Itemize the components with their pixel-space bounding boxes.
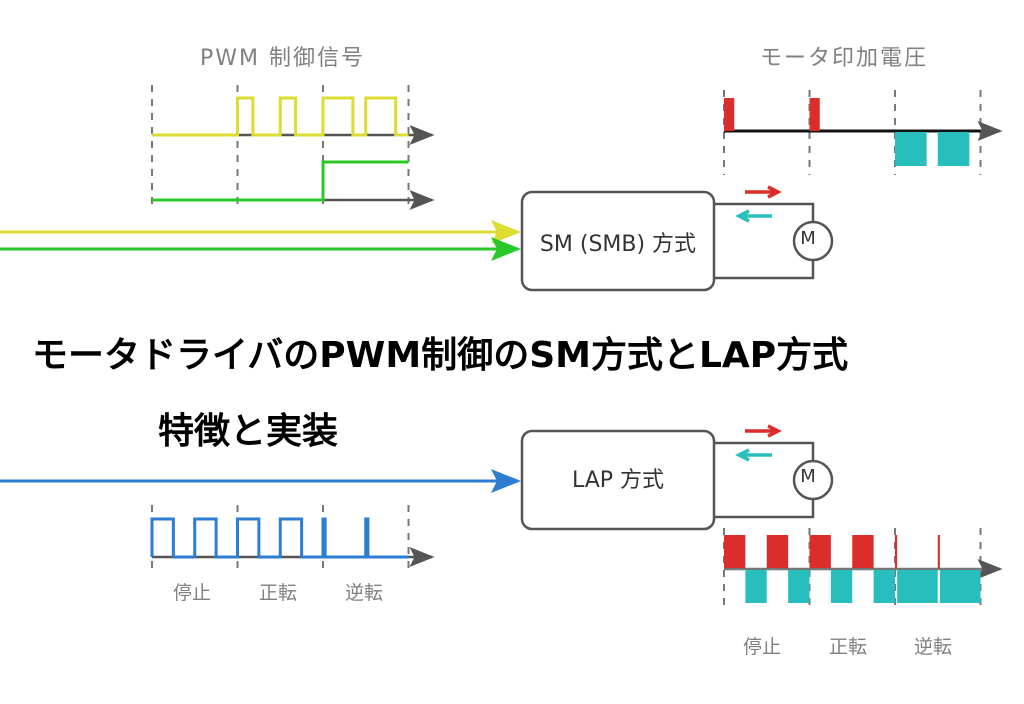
lap-positive-voltage-pulse [895, 535, 898, 568]
lap-forward-current-arrow [745, 424, 782, 438]
pwm-signal-trace [152, 96, 409, 137]
page-title: モータドライバのPWM制御のSM方式とLAP方式 [32, 335, 849, 376]
lap-positive-voltage-pulse [852, 535, 874, 568]
sm-driver-box [520, 190, 716, 292]
lap-pwm-trace [150, 517, 409, 559]
lap-positive-voltage-pulse [809, 535, 831, 568]
lap-motor-circle [792, 459, 834, 501]
lap-motor-wire-top [714, 441, 815, 461]
lap-driver-label: LAP 方式 [571, 468, 665, 493]
lap-motor-wire-bottom [714, 499, 815, 519]
lap-driver-box [520, 429, 716, 531]
lap-reverse-current-arrow [735, 448, 772, 462]
sm-motor-label: M [800, 228, 816, 249]
direction-signal-trace [152, 160, 409, 202]
page-subtitle: 特徴と実装 [158, 411, 339, 452]
right-mode-stop: 停止 [743, 636, 782, 658]
sm-driver-label: SM (SMB) 方式 [539, 232, 697, 257]
motor-voltage-heading: モータ印加電圧 [760, 46, 929, 71]
left-mode-forward: 正転 [259, 582, 298, 604]
lap-positive-voltage-pulse [724, 535, 746, 568]
lap-negative-voltage-pulse [830, 570, 853, 603]
lap-negative-voltage-pulse [745, 570, 767, 603]
lap-negative-voltage-pulse [873, 570, 895, 603]
lap-positive-voltage-pulse [937, 535, 940, 568]
sm-forward-current-arrow [745, 185, 782, 199]
sm-reverse-current-arrow [735, 209, 772, 223]
right-mode-forward: 正転 [829, 636, 868, 658]
lap-positive-voltage-pulse [766, 535, 789, 568]
negative-voltage-pulse [937, 132, 970, 166]
lap-negative-voltage-pulse [788, 570, 810, 603]
positive-voltage-pulse [724, 98, 735, 131]
lap-negative-voltage-pulse [897, 570, 938, 603]
positive-voltage-pulse [809, 98, 820, 131]
sm-motor-circle [792, 220, 834, 262]
lap-motor-label: M [800, 466, 816, 487]
negative-voltage-pulse [895, 132, 927, 166]
lap-negative-voltage-pulse [939, 570, 981, 603]
pwm-signal-heading: PWM 制御信号 [200, 46, 365, 71]
sm-motor-wire-bottom [714, 260, 815, 280]
sm-motor-wire-top [714, 202, 815, 222]
left-mode-reverse: 逆転 [345, 582, 384, 604]
right-mode-reverse: 逆転 [914, 636, 953, 658]
left-mode-stop: 停止 [173, 582, 212, 604]
